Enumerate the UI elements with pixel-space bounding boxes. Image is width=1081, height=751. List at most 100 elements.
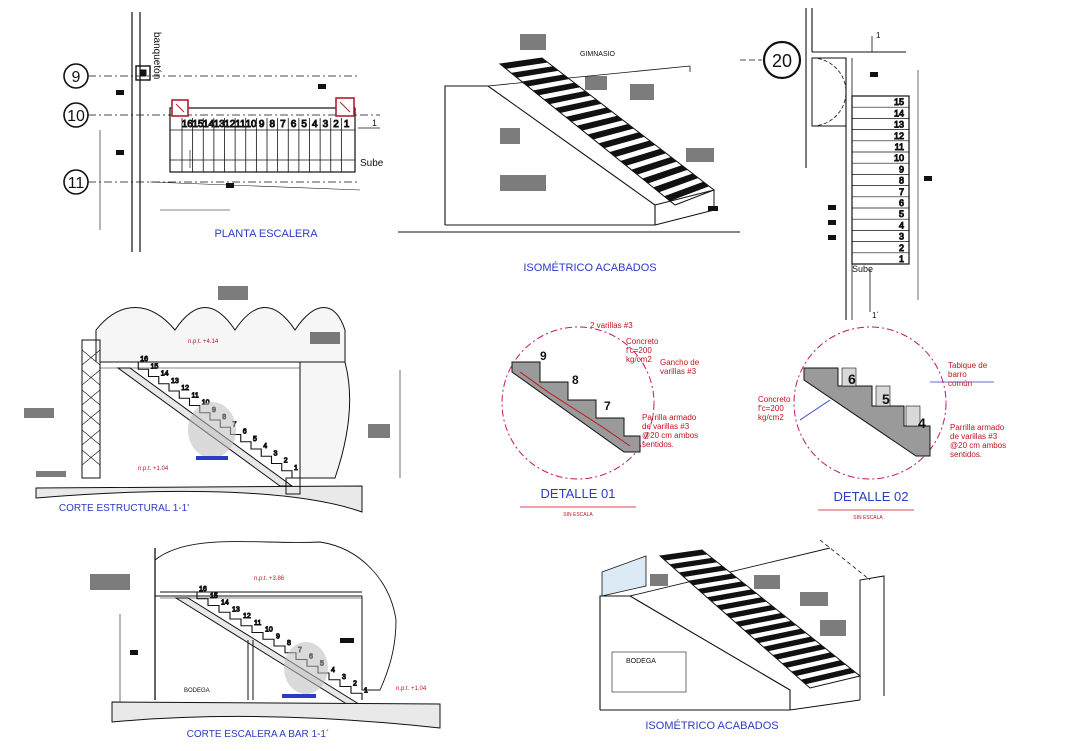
- iso-step-tread: [620, 148, 667, 166]
- plan-step-number: 10: [246, 119, 258, 130]
- plan-step-number: 9: [259, 119, 265, 130]
- note-line: kg/cm2: [758, 413, 784, 422]
- iso-step-tread: [598, 132, 645, 149]
- note-line: de varillas #3: [642, 422, 690, 431]
- side-step-number: 7: [899, 187, 904, 197]
- section-step-number: 5: [253, 436, 257, 443]
- d1-title: DETALLE 01: [541, 486, 616, 501]
- iso-bottom-steps: [660, 550, 856, 685]
- iso-top-title: ISOMÉTRICO ACABADOS: [523, 261, 656, 274]
- iso-step-tread: [753, 628, 807, 644]
- note-line: Concreto: [758, 395, 791, 404]
- plan-step-number: 4: [312, 119, 318, 130]
- plan-title: PLANTA ESCALERA: [214, 228, 318, 240]
- note-line: sentidos.: [642, 440, 674, 449]
- iso-step-tread: [669, 557, 718, 569]
- banqueton-label: banquetón: [151, 32, 162, 79]
- cb-bodega: BODEGA: [184, 688, 210, 694]
- cb-npt-bottom: n.p.t. +1.04: [396, 686, 427, 692]
- note-line: kg/cm2: [626, 355, 652, 364]
- note-line: f'c=200: [758, 404, 784, 413]
- plan-step-number: 13: [214, 119, 226, 130]
- gimnasio-label: GIMNASIO: [580, 51, 616, 58]
- plan-step-number: 15: [192, 119, 204, 130]
- step-outline: [186, 591, 363, 700]
- side-step-number: 6: [899, 198, 904, 208]
- axis-label: 9: [72, 69, 81, 86]
- iso-step-tread: [763, 636, 817, 652]
- plan-step-number: 3: [323, 119, 329, 130]
- side-step-number: 13: [894, 120, 904, 130]
- iso-step-tread: [716, 597, 767, 611]
- side-step-number: 12: [894, 131, 904, 141]
- ce-npt-bottom: n.p.t. +1.04: [138, 466, 169, 472]
- section-step-number: 13: [232, 606, 240, 613]
- section-step-number: 11: [254, 620, 261, 627]
- iso-step-tread: [688, 573, 738, 586]
- side-step-number: 15: [894, 97, 904, 107]
- section-step-number: 15: [151, 363, 159, 370]
- iso-bottom-title: ISOMÉTRICO ACABADOS: [645, 719, 778, 732]
- section-step-number: 15: [210, 593, 218, 600]
- side-cut-bottom: 1´: [872, 311, 879, 320]
- plan-step-number: 5: [301, 119, 307, 130]
- section-step-number: 8: [287, 640, 291, 647]
- note-line: sentidos.: [950, 450, 982, 459]
- iso-step-tread: [576, 115, 624, 131]
- d2-step: 5: [882, 391, 890, 407]
- plan-step-number: 11: [235, 119, 246, 130]
- section-step-number: 2: [353, 681, 357, 688]
- iso-step-tread: [565, 107, 613, 122]
- plan-step-number: 16: [182, 119, 194, 130]
- section-step-number: 3: [274, 450, 278, 457]
- side-cut-top: 1: [876, 31, 881, 40]
- section-step-number: 10: [265, 627, 273, 634]
- section-step-number: 16: [199, 586, 207, 593]
- note-line: Gancho de: [660, 358, 700, 367]
- iso-step-tread: [800, 668, 856, 685]
- note-line: @20 cm ambos: [642, 431, 698, 440]
- section-step-number: 11: [192, 392, 199, 399]
- plan-step-number: 1: [344, 119, 350, 130]
- side-step-number: 11: [895, 142, 904, 152]
- d1-step: 7: [604, 399, 611, 413]
- section-step-number: 1: [364, 687, 368, 694]
- cb-step-profile: [186, 591, 363, 700]
- section-step-number: 14: [221, 600, 229, 607]
- plan-step-number: 12: [224, 119, 236, 130]
- note-line: @20 cm ambos: [950, 441, 1006, 450]
- iso-step-tread: [678, 565, 728, 578]
- iso-step-tread: [706, 589, 757, 602]
- plan-step-number: 7: [280, 119, 286, 130]
- note-line: Parrilla armado: [642, 413, 697, 422]
- d2-step: 6: [848, 371, 856, 387]
- iso-step-tread: [532, 82, 581, 96]
- iso-step-tread: [521, 74, 570, 87]
- iso-step-tread: [697, 581, 747, 594]
- side-step-number: 2: [899, 243, 904, 253]
- note-line: común: [948, 379, 972, 388]
- plan-step-lines: [181, 118, 342, 172]
- iso-bottom-view: BODEGA ISOMÉTRICO ACABADOS: [599, 539, 885, 732]
- side-step-number: 4: [899, 220, 904, 230]
- iso-step-tread: [554, 99, 602, 113]
- note-line: Concreto: [626, 337, 659, 346]
- ce-title: CORTE ESTRUCTURAL 1-1': [59, 503, 189, 514]
- section-step-number: 4: [263, 443, 267, 450]
- d1-subtitle: SIN ESCALA: [563, 512, 593, 518]
- plan-step-number: 8: [270, 119, 276, 130]
- iso-step-tread: [500, 58, 548, 69]
- iso-step-tread: [781, 652, 836, 668]
- iso-step-tread: [744, 620, 797, 635]
- axis-label: 10: [67, 108, 85, 125]
- d2-step: 4: [918, 415, 926, 431]
- iso-step-tread: [609, 140, 656, 157]
- section-step-number: 14: [161, 371, 169, 378]
